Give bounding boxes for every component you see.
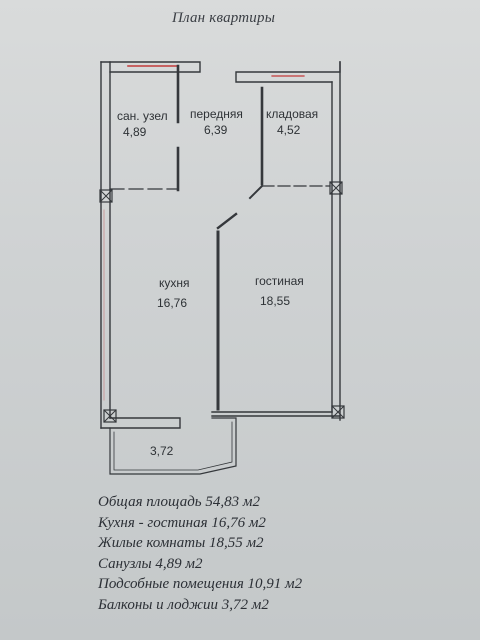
- column-marker-bottom-left: [103, 409, 117, 423]
- room-area-hall: 6,39: [204, 123, 228, 137]
- outer-wall-left: [100, 61, 111, 429]
- storage-door: [248, 184, 264, 200]
- column-marker-top-right: [329, 181, 343, 195]
- room-area-storage: 4,52: [277, 123, 301, 137]
- outer-wall-top-right: [235, 61, 341, 83]
- summary-kitchen-living: Кухня - гостиная 16,76 м2: [98, 514, 266, 531]
- balcony-inner: [113, 421, 233, 471]
- room-area-kitchen: 16,76: [157, 296, 187, 310]
- room-name-living: гостиная: [255, 274, 304, 288]
- column-marker-top-left: [99, 189, 113, 203]
- room-name-hall: передняя: [190, 107, 243, 121]
- column-marker-bottom-right: [331, 405, 345, 419]
- entry-door: [216, 212, 238, 230]
- summary-balconies: Балконы и лоджии 3,72 м2: [98, 596, 269, 613]
- room-area-balcony: 3,72: [150, 444, 174, 458]
- room-name-kitchen: кухня: [159, 276, 190, 290]
- outer-wall-bottom-left: [100, 417, 181, 429]
- floor-plan-drawing: сан. узел 4,89 передняя 6,39 кладовая 4,…: [99, 61, 345, 475]
- summary-total-area: Общая площадь 54,83 м2: [98, 494, 260, 510]
- summary-bathrooms: Санузлы 4,89 м2: [98, 555, 203, 572]
- summary-living-rooms: Жилые комнаты 18,55 м2: [98, 535, 264, 552]
- summary-utility-rooms: Подсобные помещения 10,91 м2: [98, 576, 303, 593]
- plan-title: План квартиры: [172, 10, 276, 26]
- room-area-bathroom: 4,89: [123, 125, 147, 139]
- outer-wall-right: [331, 61, 341, 421]
- room-name-bathroom: сан. узел: [117, 109, 168, 123]
- room-name-storage: кладовая: [266, 107, 318, 121]
- balcony-outline: [109, 417, 237, 475]
- room-area-living: 18,55: [260, 294, 290, 308]
- outer-wall-bottom-right: [211, 411, 341, 417]
- outer-wall-top-left: [100, 61, 201, 73]
- area-summary: Общая площадь 54,83 м2 Кухня - гостиная …: [98, 492, 458, 616]
